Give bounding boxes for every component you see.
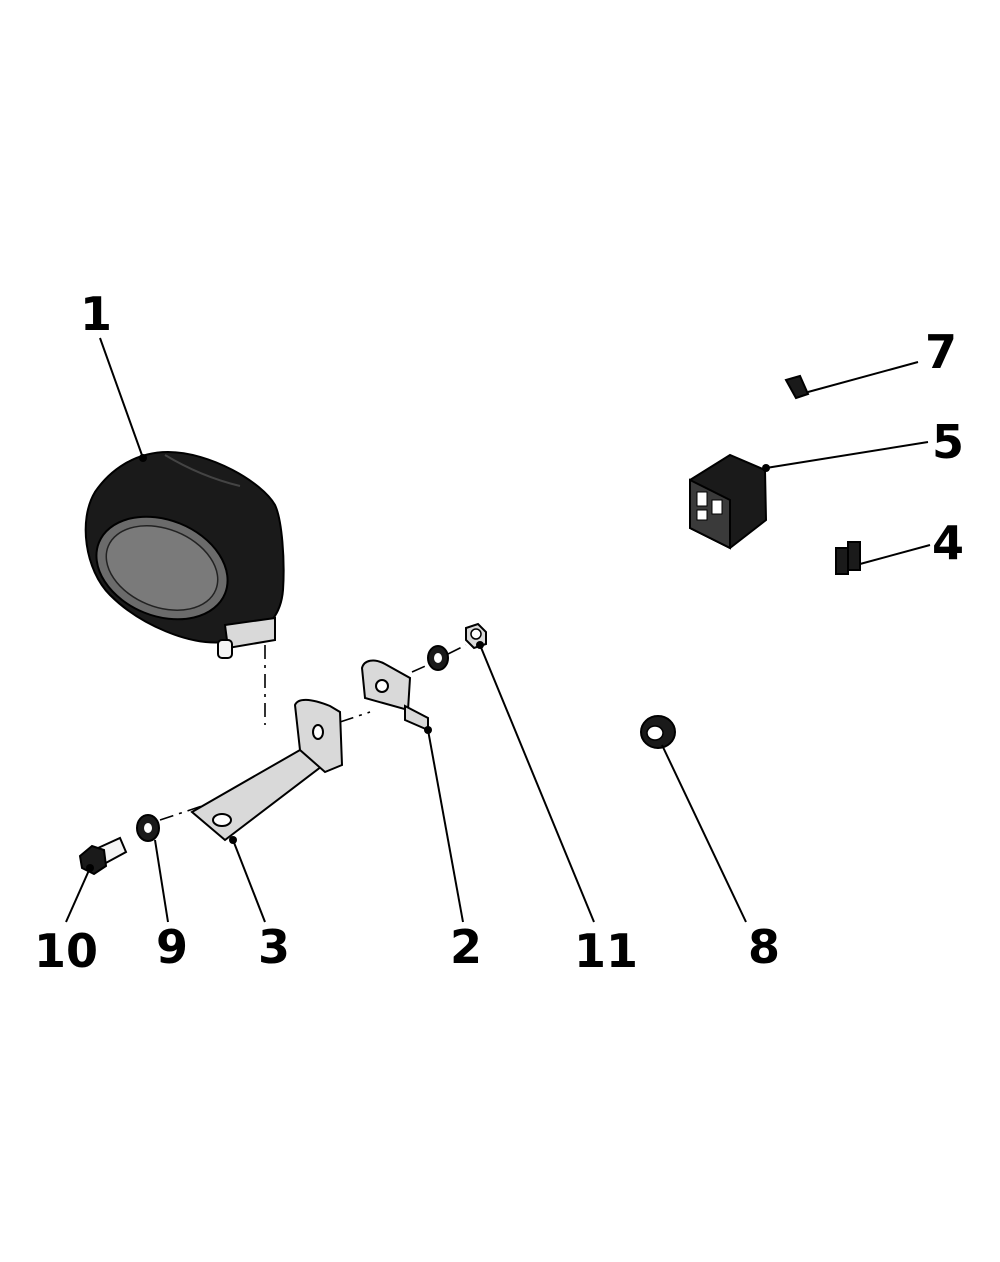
part-8-grommet xyxy=(640,715,676,749)
callout-2: 2 xyxy=(450,920,482,974)
part-washer-upper xyxy=(427,645,449,671)
part-3-mounting-bracket xyxy=(190,698,344,842)
callout-4: 4 xyxy=(932,516,964,570)
part-2-adjuster-plate xyxy=(360,659,429,732)
leader-lines xyxy=(65,337,931,923)
leader-7 xyxy=(807,361,919,393)
leader-10 xyxy=(65,867,91,923)
callout-1: 1 xyxy=(80,287,112,341)
leader-3 xyxy=(232,839,266,923)
part-9-washer xyxy=(136,814,160,842)
callout-8: 8 xyxy=(748,920,780,974)
leader-2 xyxy=(427,729,464,923)
leader-4 xyxy=(859,544,931,565)
leader-11 xyxy=(479,644,595,923)
callout-11: 11 xyxy=(574,924,638,978)
callout-3: 3 xyxy=(258,920,290,974)
leader-8 xyxy=(661,744,747,923)
assembly-centerlines xyxy=(159,644,467,821)
leader-1 xyxy=(99,337,144,459)
leader-5 xyxy=(765,441,929,469)
callout-7: 7 xyxy=(925,325,957,379)
callout-5: 5 xyxy=(932,415,964,469)
part-5-rocker-switch xyxy=(689,453,768,550)
part-4-connector xyxy=(835,541,861,575)
callout-9: 9 xyxy=(156,920,188,974)
part-1-work-lamp xyxy=(84,450,285,659)
callout-10: 10 xyxy=(34,924,98,978)
part-7-clip xyxy=(784,374,810,400)
part-11-nut xyxy=(465,622,487,650)
leader-9 xyxy=(154,839,169,923)
callout-numbers: 1 7 5 4 10 9 3 2 11 8 xyxy=(34,287,964,978)
